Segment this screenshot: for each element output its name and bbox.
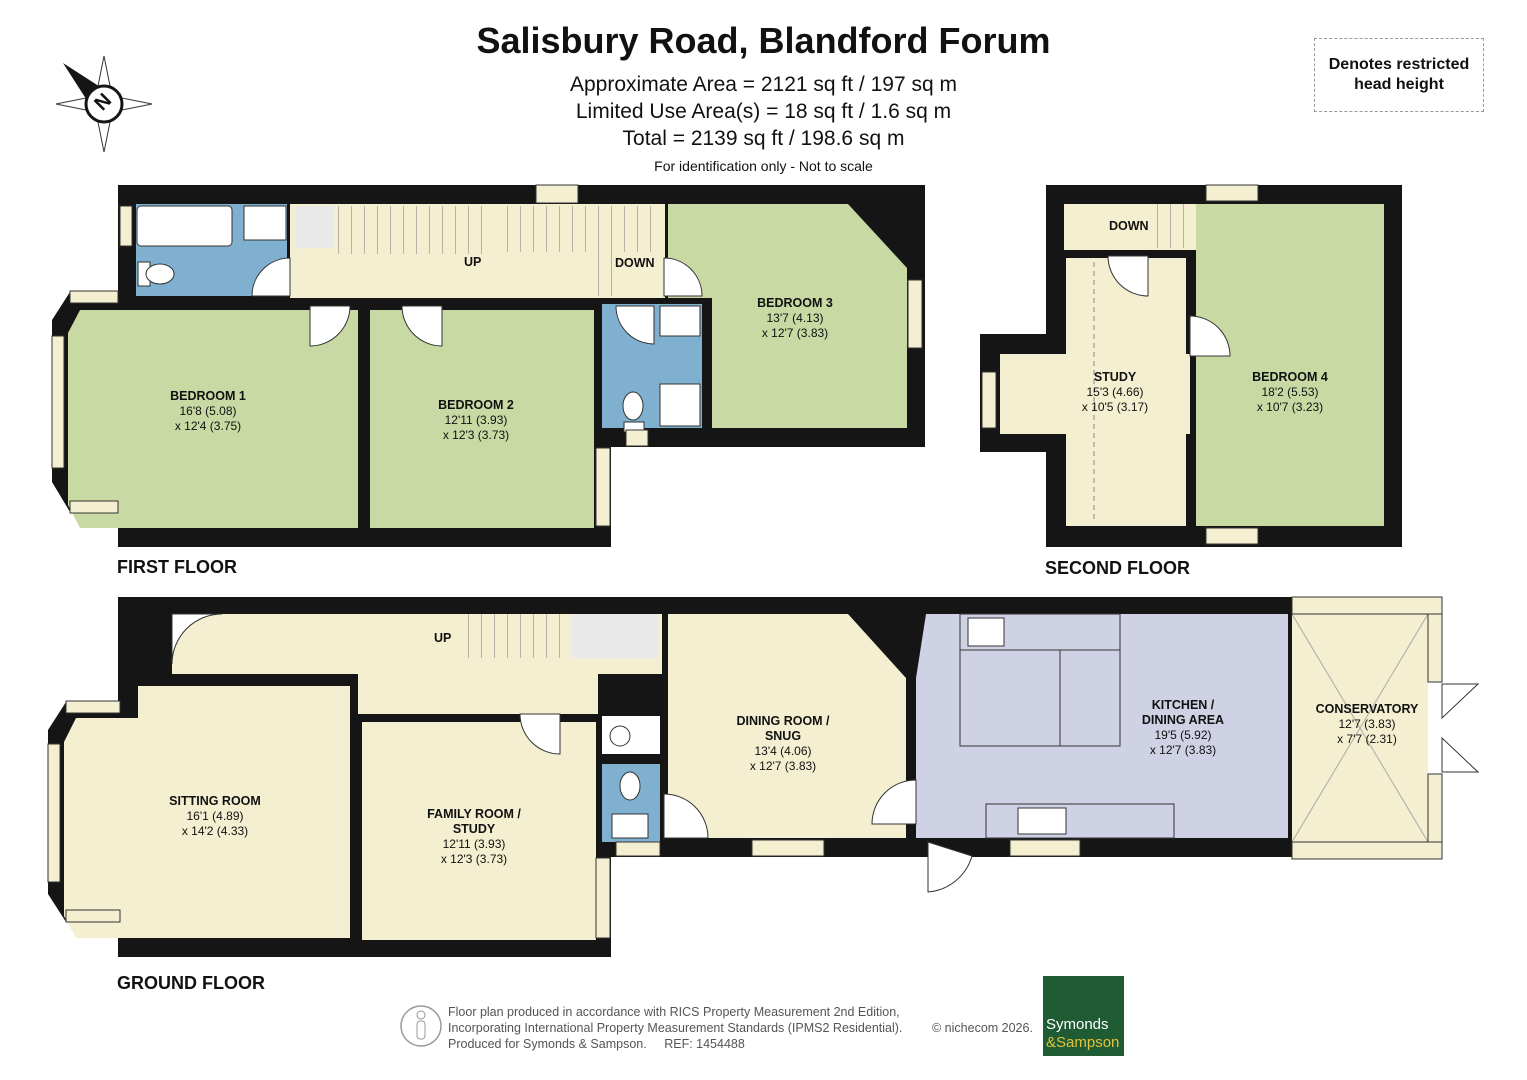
legend-line-2: head height: [1354, 76, 1444, 93]
ground-floor-stairs-up: UP: [434, 631, 452, 645]
limited-use-area: Limited Use Area(s) = 18 sq ft / 1.6 sq …: [575, 100, 952, 123]
room-family-room: FAMILY ROOM / STUDY 12'11 (3.93) x 12'3 …: [427, 807, 521, 866]
second-floor-plan: [980, 184, 1402, 547]
room-kitchen: KITCHEN / DINING AREA 19'5 (5.92) x 12'7…: [1141, 698, 1225, 757]
second-floor-stairs-down: DOWN: [1109, 219, 1149, 233]
brand-logo: Symonds &Sampson: [1043, 976, 1124, 1056]
first-floor-stairs-down: DOWN: [615, 256, 655, 270]
first-floor-plan: [51, 184, 925, 547]
room-bedroom-3: BEDROOM 3 13'7 (4.13) x 12'7 (3.83): [757, 296, 833, 340]
person-icon: [400, 1005, 442, 1047]
footer-line-1: Floor plan produced in accordance with R…: [448, 1005, 900, 1019]
room-study: STUDY 15'3 (4.66) x 10'5 (3.17): [1081, 370, 1149, 414]
footer-line-2: Incorporating International Property Mea…: [448, 1021, 903, 1035]
legend-line-1: Denotes restricted: [1328, 56, 1470, 73]
identification-note: For identification only - Not to scale: [654, 158, 873, 174]
first-floor-label: FIRST FLOOR: [117, 557, 237, 577]
first-floor-stairs-up: UP: [464, 255, 482, 269]
footer-line-3: Produced for Symonds & Sampson.: [448, 1037, 647, 1051]
room-bedroom-2: BEDROOM 2 12'11 (3.93) x 12'3 (3.73): [438, 398, 514, 442]
second-floor-label: SECOND FLOOR: [1045, 558, 1191, 578]
room-conservatory: CONSERVATORY 12'7 (3.83) x 7'7 (2.31): [1315, 702, 1419, 746]
room-bedroom-4: BEDROOM 4 18'2 (5.53) x 10'7 (3.23): [1252, 370, 1328, 414]
copyright: © nichecom 2026.: [932, 1021, 1033, 1035]
logo-line-1: Symonds: [1046, 1016, 1109, 1033]
ground-floor-label: GROUND FLOOR: [117, 973, 265, 993]
restricted-height-legend: Denotes restricted head height: [1314, 38, 1484, 112]
logo-line-2: &Sampson: [1046, 1034, 1120, 1051]
room-dining-room: DINING ROOM / SNUG 13'4 (4.06) x 12'7 (3…: [736, 714, 830, 773]
page-title: Salisbury Road, Blandford Forum: [476, 20, 1051, 61]
footer-text: Floor plan produced in accordance with R…: [448, 1004, 928, 1052]
room-bedroom-1: BEDROOM 1 16'8 (5.08) x 12'4 (3.75): [170, 389, 246, 433]
footer-ref: REF: 1454488: [664, 1037, 745, 1051]
approximate-area: Approximate Area = 2121 sq ft / 197 sq m: [570, 73, 957, 96]
total-area: Total = 2139 sq ft / 198.6 sq m: [622, 127, 905, 150]
compass-icon: [55, 55, 153, 153]
ground-floor-plan: [47, 596, 1480, 957]
room-sitting-room: SITTING ROOM 16'1 (4.89) x 14'2 (4.33): [169, 794, 261, 838]
